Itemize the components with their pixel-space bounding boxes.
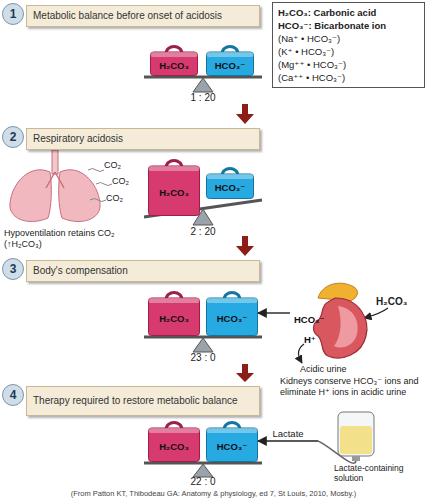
node-text: H₂CO₃ bbox=[150, 54, 198, 76]
node-text: HCO₃⁻: Bicarbonate ion bbox=[278, 19, 419, 32]
leader-arrow bbox=[299, 344, 305, 363]
kidney-outline bbox=[314, 298, 367, 358]
step-number-text: 3 bbox=[10, 262, 17, 276]
carbonic-acid-weight: H₂CO₃ bbox=[148, 158, 200, 216]
ratio-label: 22 : 0 bbox=[183, 476, 223, 487]
step-number: 1 bbox=[2, 3, 24, 25]
lung bbox=[10, 170, 51, 222]
kidney-inner bbox=[334, 306, 358, 348]
iv-bag bbox=[338, 412, 374, 456]
weight-top bbox=[207, 52, 254, 57]
iv-bag: Lactate-containing solution bbox=[318, 410, 422, 486]
iv-fluid bbox=[340, 426, 372, 454]
trachea bbox=[52, 150, 58, 174]
node-text: H₂CO₃: Carbonic acid bbox=[278, 6, 419, 19]
ratio-label: 23 : 0 bbox=[183, 352, 223, 363]
weight-body bbox=[207, 174, 254, 199]
bicarbonate-weight: HCO₃⁻ bbox=[206, 420, 258, 462]
weight-top bbox=[151, 52, 198, 57]
kidney: HCO₃⁻ H⁺ bbox=[290, 292, 370, 362]
node-text: Respiratory acidosis bbox=[33, 133, 123, 145]
text-label: Kidneys conserve HCO₃⁻ ions and eliminat… bbox=[280, 376, 426, 398]
node-text: Lactate-containing solution bbox=[334, 463, 422, 483]
step-number-text: 1 bbox=[10, 7, 17, 21]
node-text: Metabolic balance before onset of acidos… bbox=[33, 10, 222, 22]
ratio-label: 2 : 20 bbox=[183, 226, 223, 237]
node-text: H₂CO₃ bbox=[148, 168, 200, 216]
weight-body bbox=[151, 52, 198, 76]
step-number-text: 4 bbox=[10, 388, 17, 402]
weight-top bbox=[149, 428, 200, 433]
text-label: H₂CO₃ bbox=[376, 296, 426, 307]
node-text: HCO₃⁻ bbox=[206, 430, 258, 462]
iv-port bbox=[352, 456, 360, 461]
node-text: (K⁺ • HCO₃⁻) bbox=[278, 45, 419, 58]
node-text: Therapy required to restore metabolic ba… bbox=[33, 395, 238, 407]
figure-credit: (From Patton KT, Thibodeau GA: Anatomy &… bbox=[0, 489, 427, 499]
step-arrow bbox=[236, 236, 254, 256]
weight-body bbox=[149, 166, 200, 216]
step-arrow bbox=[236, 364, 254, 382]
node-text: (Ca⁺⁺ • HCO₃⁻) bbox=[278, 71, 419, 84]
node-text: Body's compensation bbox=[33, 265, 128, 277]
step-number-text: 2 bbox=[10, 130, 17, 144]
carbonic-acid-weight: H₂CO₃ bbox=[148, 290, 200, 336]
ratio-label: 1 : 20 bbox=[183, 92, 223, 103]
node-text: (Mg⁺⁺ • HCO₃⁻) bbox=[278, 58, 419, 71]
step-box: Respiratory acidosis bbox=[26, 128, 260, 150]
bicarbonate-weight: HCO₃⁻ bbox=[206, 44, 254, 76]
weight-body bbox=[207, 298, 258, 336]
step-box: Body's compensation bbox=[26, 260, 260, 282]
weight-body bbox=[207, 52, 254, 76]
scale-fulcrum bbox=[193, 464, 213, 477]
scale-fulcrum bbox=[193, 78, 213, 92]
text-label: CO₂ bbox=[106, 193, 136, 204]
node-text: HCO₃⁻ bbox=[294, 314, 325, 325]
kidney-shape bbox=[290, 292, 370, 362]
scale-fulcrum bbox=[193, 338, 213, 352]
iv-bag-shape bbox=[318, 410, 422, 486]
weight-top bbox=[207, 174, 254, 179]
definition-box: H₂CO₃: Carbonic acidHCO₃⁻: Bicarbonate i… bbox=[272, 2, 425, 88]
weight-top bbox=[207, 298, 258, 303]
weight-body bbox=[149, 428, 200, 462]
weight-body bbox=[207, 428, 258, 462]
text-label: Hypoventilation retains CO₂ (↑H₂CO₃) bbox=[4, 228, 154, 250]
text-label: Acidic urine bbox=[300, 364, 390, 375]
node-text: HCO₃⁻ bbox=[206, 300, 258, 336]
co2-wave bbox=[90, 199, 106, 202]
bicarbonate-weight: HCO₃⁻ bbox=[206, 290, 258, 336]
node-text: (Na⁺ • HCO₃⁻) bbox=[278, 32, 419, 45]
node-text: H⁺ bbox=[304, 334, 316, 345]
step-box: Therapy required to restore metabolic ba… bbox=[26, 386, 260, 416]
node-text: H₂CO₃ bbox=[148, 430, 200, 462]
connector-arrow bbox=[258, 440, 318, 441]
step-arrow bbox=[236, 104, 254, 124]
bronchi bbox=[46, 172, 64, 188]
step-number: 4 bbox=[2, 384, 24, 406]
carbonic-acid-weight: H₂CO₃ bbox=[148, 420, 200, 462]
weight-top bbox=[149, 166, 200, 171]
weight-top bbox=[149, 298, 200, 303]
text-label: CO₂ bbox=[104, 160, 134, 171]
node-text: HCO₃⁻ bbox=[206, 176, 254, 199]
connector-arrow bbox=[258, 312, 290, 313]
lung bbox=[59, 170, 100, 222]
co2-wave bbox=[96, 183, 112, 186]
node-text: HCO₃⁻ bbox=[206, 54, 254, 76]
connector-label: Lactate bbox=[258, 428, 318, 439]
step-box: Metabolic balance before onset of acidos… bbox=[26, 5, 260, 27]
weight-body bbox=[149, 298, 200, 336]
text-label: CO₂ bbox=[112, 176, 142, 187]
step-number: 2 bbox=[2, 126, 24, 148]
node-text: H₂CO₃ bbox=[148, 300, 200, 336]
co2-wave bbox=[88, 169, 104, 172]
bicarbonate-weight: HCO₃⁻ bbox=[206, 166, 254, 199]
leader-arrow bbox=[364, 308, 388, 318]
weight-top bbox=[207, 428, 258, 433]
step-number: 3 bbox=[2, 258, 24, 280]
carbonic-acid-weight: H₂CO₃ bbox=[150, 44, 198, 76]
